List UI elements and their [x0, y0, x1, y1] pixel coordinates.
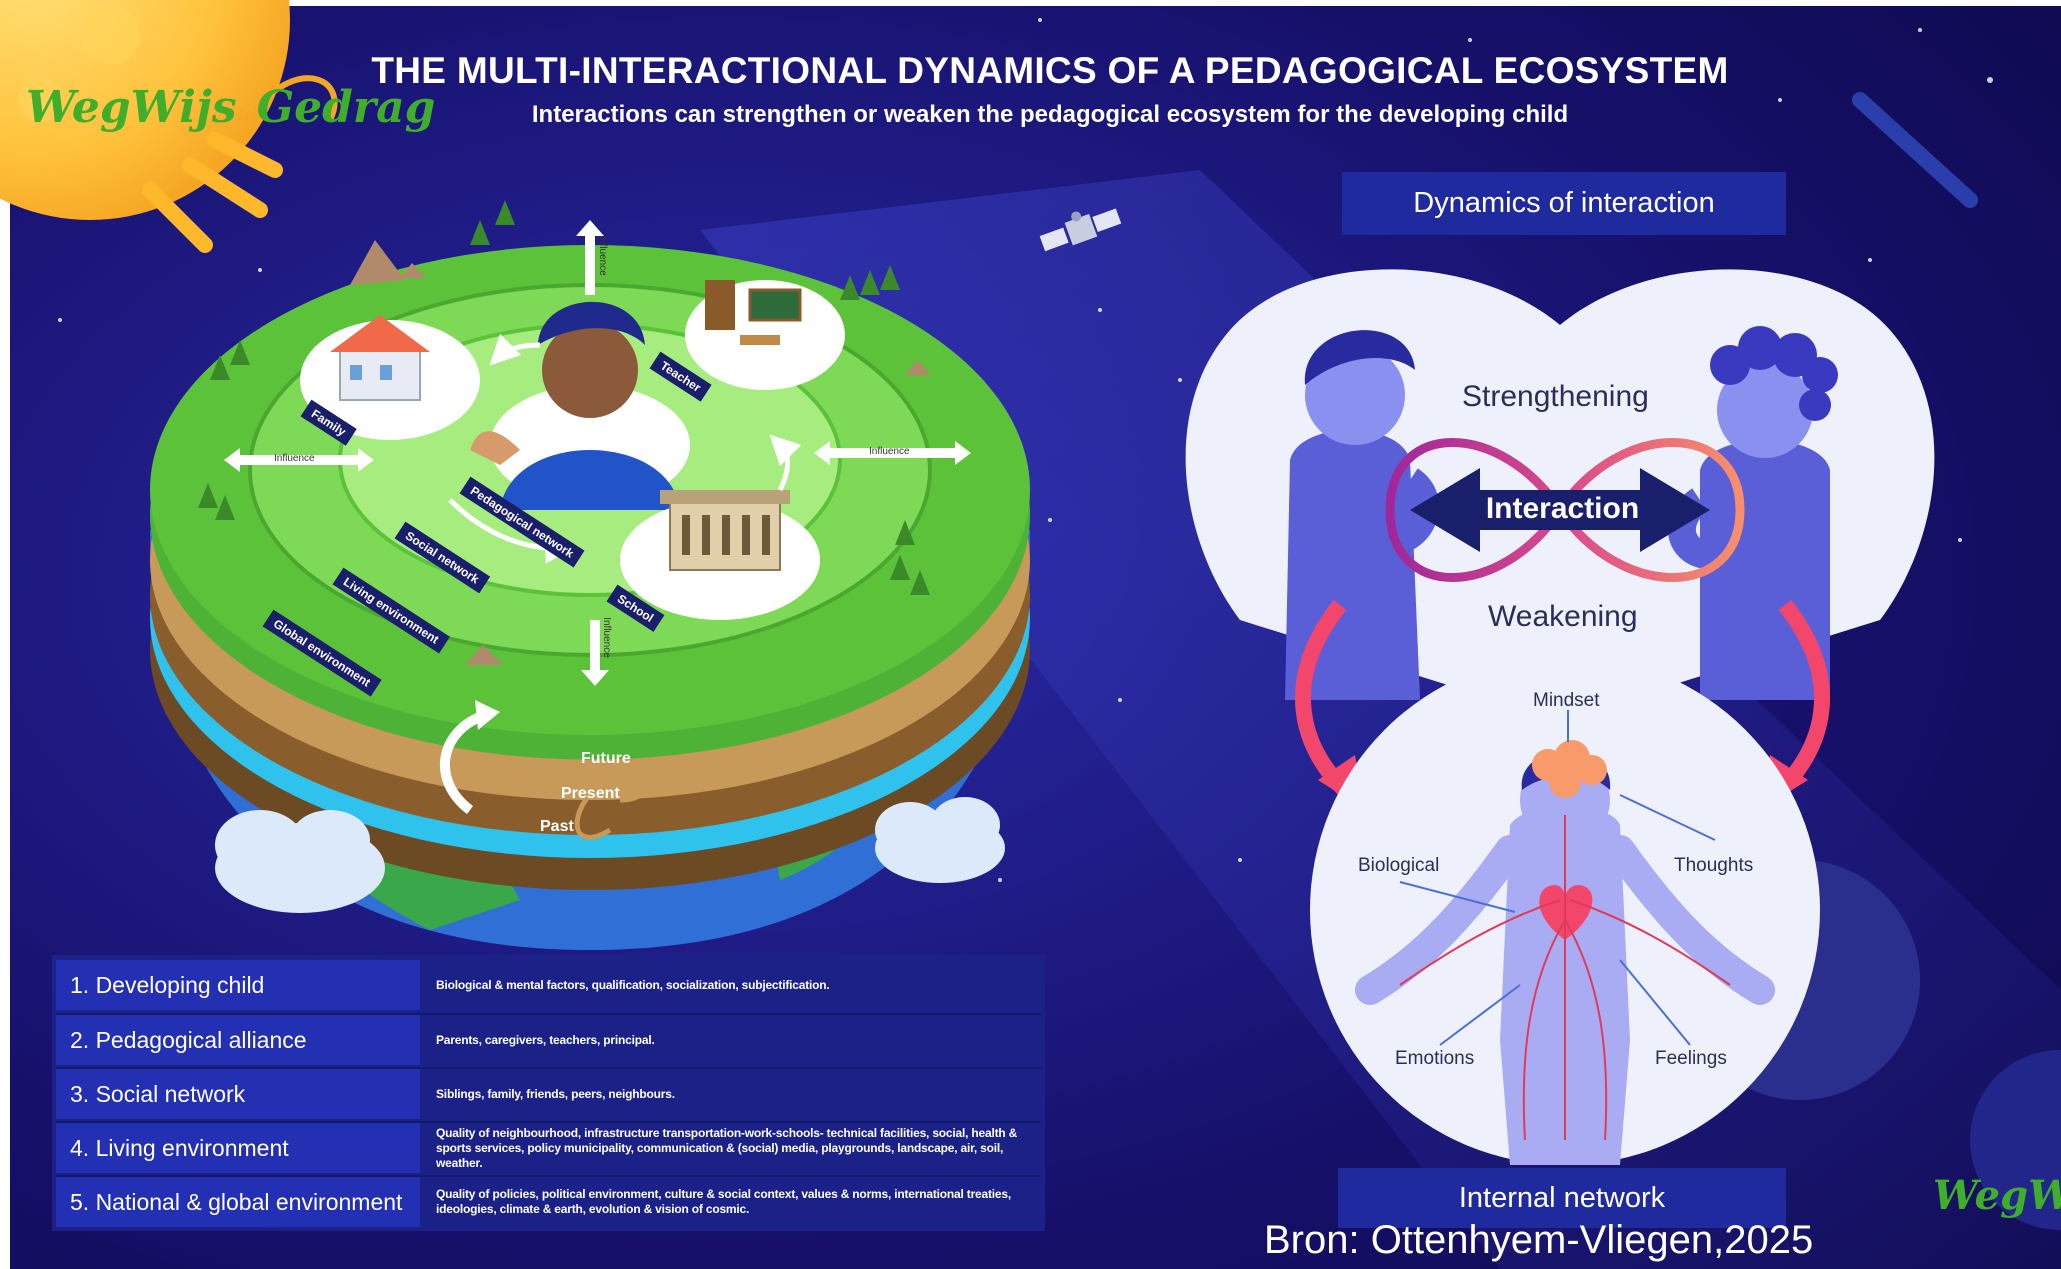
- dynamics-heading: Dynamics of interaction: [1342, 172, 1786, 235]
- divider: [56, 1067, 1041, 1069]
- thoughts-label: Thoughts: [1674, 855, 1754, 876]
- row-text: Quality of policies, political environme…: [436, 1187, 1012, 1216]
- weakening-label: Weakening: [1488, 600, 1638, 633]
- comet: [1852, 92, 1978, 208]
- label-pointer-lines: [1399, 710, 1716, 1046]
- influence-label-right: Influence: [869, 446, 910, 457]
- row-label: 5. National & global environment: [56, 1177, 420, 1227]
- cycle-arrow-icon-2: [769, 434, 802, 492]
- brain-icon: [1532, 740, 1607, 798]
- sun-icon: [0, 0, 290, 253]
- interaction-label: Interaction: [1485, 492, 1640, 525]
- rocks: [350, 240, 931, 665]
- wegwijs-logo: WegWijsinGedrag: [26, 82, 435, 133]
- emotions-label: Emotions: [1395, 1048, 1475, 1069]
- table-row: 1. Developing child Biological & mental …: [52, 960, 1045, 1012]
- interaction-double-arrow-icon: [1410, 468, 1710, 552]
- time-past: Past: [540, 818, 574, 835]
- row-text: Quality of neighbourhood, infrastructure…: [436, 1125, 1018, 1170]
- logo-text-in: in: [236, 106, 257, 127]
- table-row: 5. National & global environment Quality…: [52, 1177, 1045, 1229]
- biological-label: Biological: [1358, 855, 1440, 876]
- table-row: 3. Social network Siblings, family, frie…: [52, 1069, 1045, 1121]
- cycle-arrow-icon-3: [489, 333, 541, 366]
- row-text: Biological & mental factors, qualificati…: [436, 977, 830, 992]
- divider: [56, 1121, 1041, 1123]
- influence-label-left: Influence: [274, 453, 315, 464]
- influence-label-top: Influence: [596, 235, 608, 276]
- feelings-label: Feelings: [1655, 1048, 1727, 1069]
- divider: [56, 1175, 1041, 1177]
- divider: [56, 1013, 1041, 1015]
- satellite-icon: [1039, 208, 1122, 252]
- legend-table: 1. Developing child Biological & mental …: [52, 955, 1045, 1231]
- internal-network-heading: Internal network: [1338, 1168, 1786, 1228]
- time-arrow-icon: [440, 710, 487, 814]
- row-text: Siblings, family, friends, peers, neighb…: [436, 1086, 675, 1101]
- family-house-icon: [300, 315, 480, 440]
- table-row: 2. Pedagogical alliance Parents, caregiv…: [52, 1015, 1045, 1067]
- moon-2: [1970, 1050, 2061, 1230]
- logo-arrow-icon: [252, 75, 338, 122]
- source-credit: Bron: Ottenhyem-Vliegen,2025: [1264, 1218, 1814, 1262]
- time-present: Present: [561, 785, 620, 802]
- school-building-icon: [620, 490, 820, 620]
- boy-figure: [1285, 330, 1439, 700]
- logo-text-2: Gedrag: [256, 82, 436, 133]
- infinity-time-icon: [574, 769, 653, 840]
- cloud-icon-2: [875, 797, 1005, 883]
- influence-arrows: [238, 230, 955, 670]
- trees: [198, 200, 930, 595]
- developing-child-figure: [470, 301, 680, 510]
- influence-label-bottom: Influence: [600, 617, 612, 658]
- row-label: 2. Pedagogical alliance: [56, 1015, 420, 1065]
- teacher-classroom-icon: [685, 280, 845, 390]
- page-subtitle: Interactions can strengthen or weaken th…: [531, 101, 1569, 128]
- time-future: Future: [581, 750, 631, 767]
- stars: [58, 18, 1993, 882]
- nerve-lines: [1399, 815, 1731, 1141]
- wegwijs-corner-logo: WegWijs: [1933, 1172, 2061, 1219]
- row-text: Parents, caregivers, teachers, principal…: [436, 1032, 655, 1047]
- mindset-label: Mindset: [1533, 690, 1600, 711]
- strengthening-label: Strengthening: [1462, 380, 1649, 413]
- row-label: 3. Social network: [56, 1069, 420, 1119]
- row-label: 4. Living environment: [56, 1123, 420, 1173]
- influence-arrowheads: [224, 220, 971, 686]
- row-label: 1. Developing child: [56, 960, 420, 1010]
- logo-text-1: WegWijs: [26, 82, 237, 133]
- cloud-icon: [215, 810, 385, 913]
- page-title: THE MULTI-INTERACTIONAL DYNAMICS OF A PE…: [371, 50, 1729, 91]
- table-row: 4. Living environment Quality of neighbo…: [52, 1123, 1045, 1175]
